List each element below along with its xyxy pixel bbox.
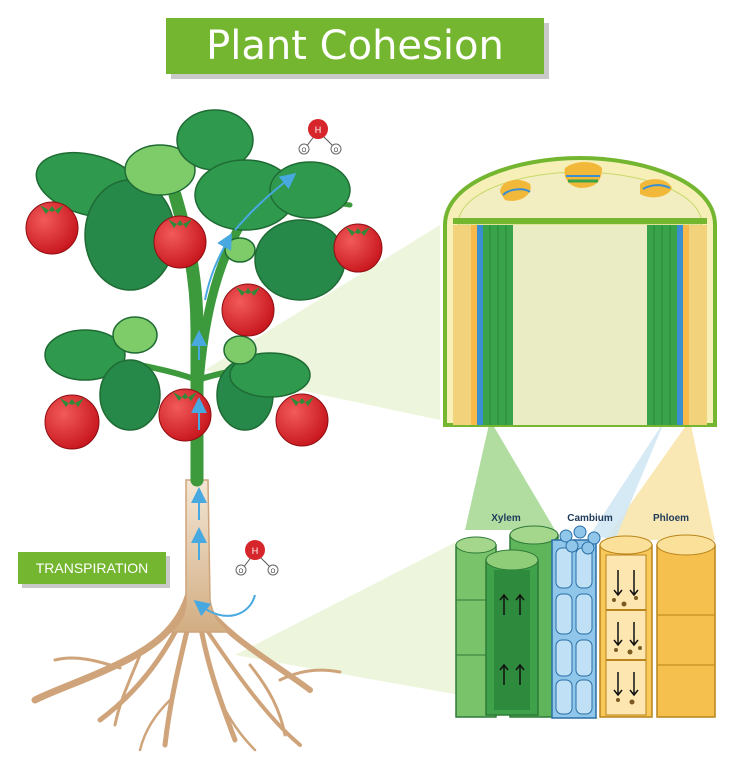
water-flow-arrows [191, 173, 297, 617]
zoom-projection-xylem [465, 420, 555, 530]
tomato-5 [44, 394, 100, 450]
vascular-bundle-2 [564, 162, 602, 188]
tomatoes [25, 201, 383, 450]
phloem-label: Phloem [653, 513, 689, 524]
water-molecule-top [298, 119, 342, 155]
xylem-label: Xylem [491, 513, 521, 524]
tomato-6 [158, 388, 212, 442]
transpiration-label: TRANSPIRATION [35, 560, 149, 576]
zoom-projection-phloem [605, 420, 715, 540]
stem-longitudinal-right [647, 225, 707, 425]
water-bottom-atom-o-right: O [271, 569, 276, 575]
zoom-projection-cambium [590, 420, 665, 540]
leaves [35, 109, 351, 431]
water-top-atom-h: H [315, 125, 322, 135]
vascular-bundle-1 [500, 179, 531, 201]
tomato-4 [221, 283, 275, 337]
stem-cross-section [443, 155, 717, 427]
water-molecule-bottom [235, 540, 279, 576]
cambium-cells [551, 525, 601, 719]
tomato-2 [153, 215, 207, 269]
cambium-label: Cambium [567, 513, 613, 524]
pith [513, 225, 647, 425]
tomato-1 [25, 201, 79, 255]
water-top-atom-o-right: O [334, 148, 339, 154]
water-top-atom-o-left: O [302, 148, 307, 154]
xylem-cells [455, 525, 559, 718]
tomato-7 [275, 393, 329, 447]
vascular-bundle-3 [640, 179, 672, 198]
stem-longitudinal-left [453, 225, 513, 425]
phloem-cells [599, 534, 716, 718]
water-bottom-atom-h: H [252, 546, 259, 556]
tomato-3 [333, 223, 383, 273]
water-bottom-atom-o-left: O [239, 569, 244, 575]
transpiration-banner: TRANSPIRATION [18, 552, 166, 584]
title-banner: Plant Cohesion [166, 18, 544, 74]
page-title: Plant Cohesion [206, 23, 504, 69]
